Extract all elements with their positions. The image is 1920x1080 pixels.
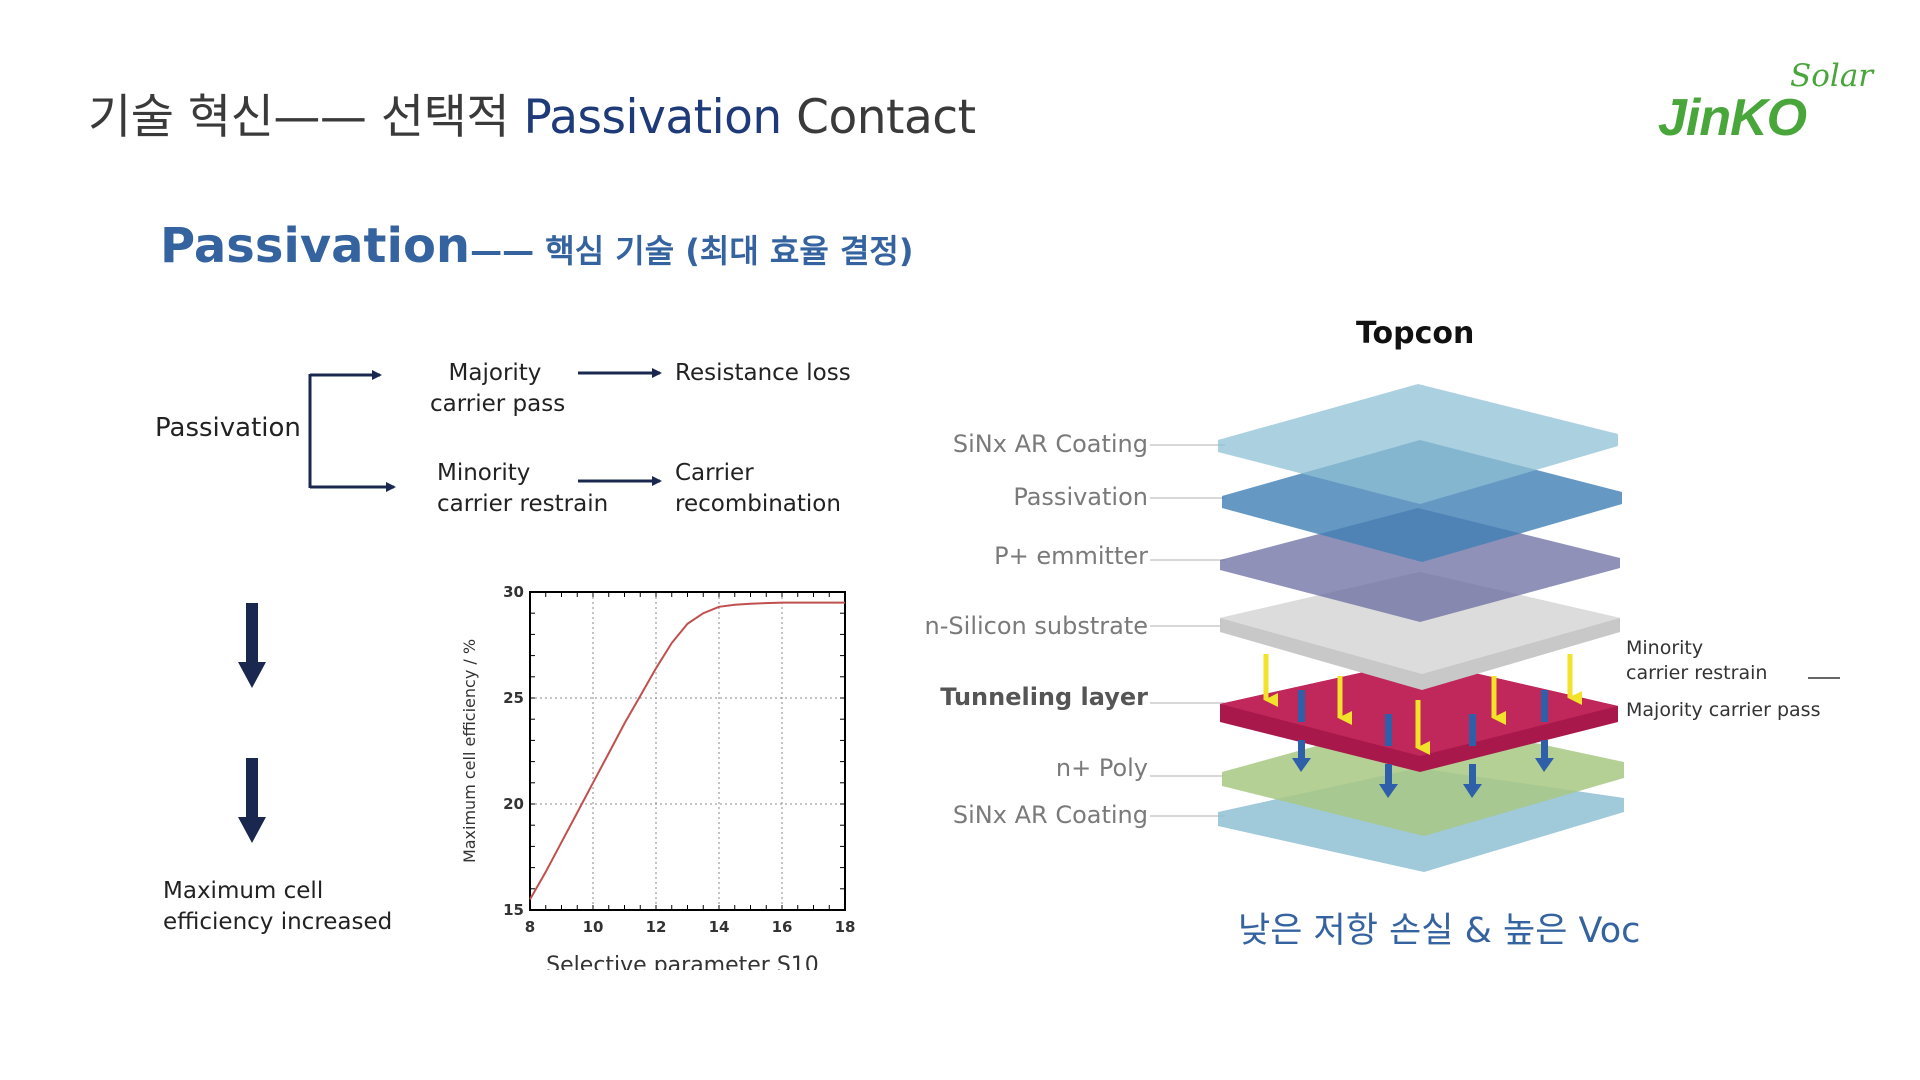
note-majority: Majority carrier pass [1626,699,1821,721]
y-tick-label: 30 [503,583,524,601]
flow-branch2-label: Minority carrier restrain [437,458,608,520]
diagram-title: Topcon [1356,316,1475,351]
y-tick-label: 25 [503,689,524,707]
flow-conclusion: Maximum cell efficiency increased [163,876,392,938]
subtitle-main: Passivation [160,218,471,274]
plot-frame [529,591,846,911]
y-tick-label: 20 [503,795,524,813]
branch1-line1: Majority [448,360,542,386]
company-logo: Solar JinKO [1640,58,1880,148]
layer-label-sinx-top: SiNx AR Coating [952,430,1148,458]
note-minority-line2: carrier restrain [1626,662,1768,684]
layer-n-silicon [1220,572,1620,690]
branch2-result-line1: Carrier [675,460,754,486]
layer-label-p-emitter: P+ emmitter [994,542,1148,570]
note-minority-line1: Minority [1626,637,1704,659]
flow-branch2-result: Carrier recombination [675,458,841,520]
down-arrow-2 [238,758,266,843]
x-tick-label: 10 [583,918,604,936]
flow-branch1-result: Resistance loss [675,360,851,386]
layer-label-n-silicon: n-Silicon substrate [924,612,1148,640]
x-axis-label: Selective parameter S10 [546,953,819,970]
title-part2: Passivation [523,90,783,145]
y-tick-label: 15 [503,901,524,919]
yellow-arrows [1263,654,1582,755]
section-subtitle: Passivation—— 핵심 기술 (최대 효율 결정) [160,218,913,274]
title-part3: Contact [781,90,976,145]
blue-arrows [1292,690,1554,798]
flow-branch1-label: Majority carrier pass [430,358,566,420]
logo-main: JinKO [1658,89,1807,147]
conclusion-line1: Maximum cell [163,878,324,904]
x-tick-label: 16 [772,918,793,936]
x-tick-label: 8 [525,918,535,936]
conclusion-line2: efficiency increased [163,909,393,935]
plot-area [530,592,845,910]
page-title: 기술 혁신—— 선택적 Passivation Contact [88,78,976,147]
layer-label-sinx-bottom: SiNx AR Coating [952,801,1148,829]
layer-label-passivation: Passivation [1013,483,1148,511]
x-tick-label: 18 [835,918,856,936]
x-tick-label: 14 [709,918,730,936]
branch2-line1: Minority [437,460,531,486]
efficiency-line [529,601,845,900]
branch1-line2: carrier pass [430,391,566,417]
layer-p-emitter [1220,508,1620,622]
layer-label-n-poly: n+ Poly [1055,754,1148,782]
logo-sub: Solar [1790,58,1874,94]
x-tick-label: 12 [646,918,667,936]
layer-label-tunneling: Tunneling layer [940,683,1148,711]
down-arrow-1 [238,603,266,688]
footer-text: 낮은 저항 손실 & 높은 Voc [1238,911,1641,951]
leader-lines [1150,444,1840,817]
y-axis-label: Maximum cell efficiency / % [460,639,479,863]
branch2-line2: carrier restrain [437,491,609,517]
layer-sinx-top [1218,384,1618,504]
bracket-connector [308,370,396,492]
title-part1: 기술 혁신—— 선택적 [88,90,524,145]
flow-root: Passivation [155,413,301,443]
branch2-result-line2: recombination [675,491,841,517]
subtitle-rest: —— 핵심 기술 (최대 효율 결정) [470,232,914,270]
note-minority: Minority carrier restrain [1626,636,1767,686]
